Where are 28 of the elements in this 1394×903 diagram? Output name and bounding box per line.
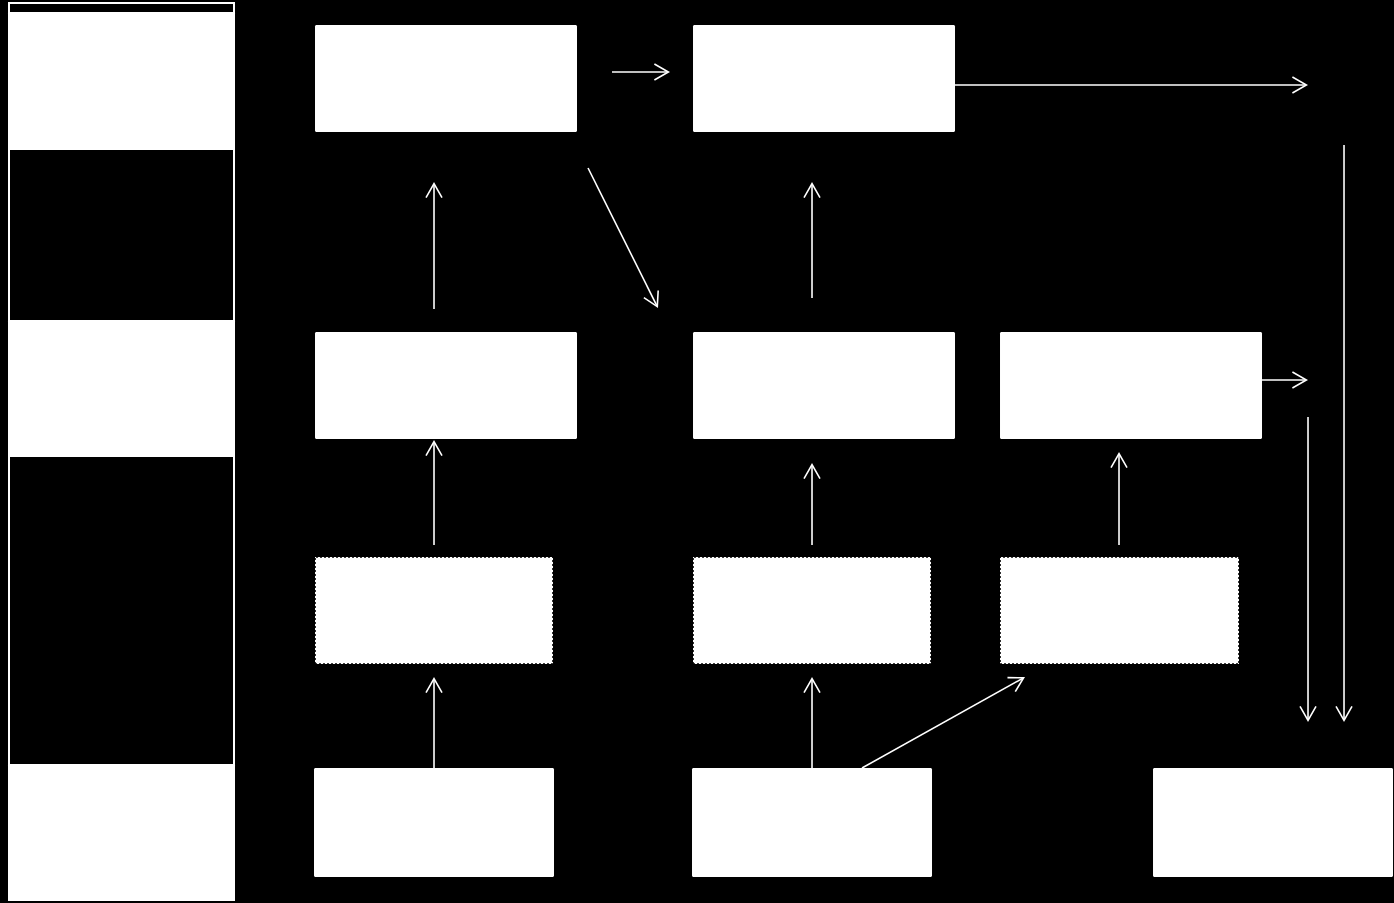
process-box: [314, 768, 554, 877]
process-box: [1000, 332, 1262, 439]
process-box: [315, 25, 577, 132]
process-box: [693, 25, 955, 132]
arrow: [954, 76, 1308, 94]
row-band: [8, 12, 235, 150]
arrow: [1335, 144, 1353, 722]
dashed-box: [314, 556, 554, 665]
process-box: [693, 332, 955, 439]
dashed-box: [999, 556, 1240, 665]
arrow: [425, 677, 443, 769]
arrow: [1299, 416, 1317, 722]
dashed-box: [692, 556, 932, 665]
arrow: [587, 167, 659, 308]
arrow: [803, 677, 821, 769]
arrow: [425, 440, 443, 546]
arrow: [861, 676, 1025, 769]
arrow: [803, 182, 821, 299]
arrow: [803, 463, 821, 546]
arrow: [611, 63, 670, 81]
process-box: [1153, 768, 1393, 877]
process-box: [692, 768, 932, 877]
arrow: [1110, 452, 1128, 546]
process-box: [315, 332, 577, 439]
row-band: [8, 764, 235, 900]
arrow: [1261, 371, 1308, 389]
row-band: [8, 320, 235, 457]
arrow: [425, 182, 443, 310]
